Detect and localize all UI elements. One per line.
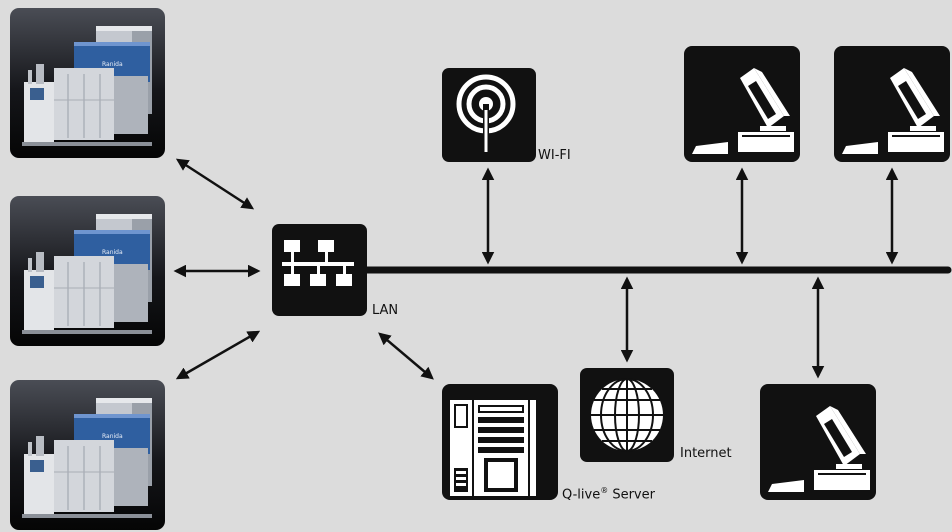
industrial-machine-icon	[10, 380, 165, 530]
server-tower-icon	[442, 384, 558, 500]
internet-label: Internet	[680, 446, 732, 461]
industrial-machine-icon	[10, 196, 165, 346]
arrow-machine-bottom-lan	[175, 330, 261, 380]
globe-icon	[580, 368, 674, 462]
server-label-registered: ®	[600, 486, 609, 495]
server-label-suffix: Server	[608, 487, 655, 503]
wifi-label: WI-FI	[538, 148, 571, 163]
computer-workstation-icon	[760, 384, 876, 500]
server-label-name: Q-live	[562, 487, 601, 503]
computer-workstation-icon	[834, 46, 950, 162]
arrow-machine-top-lan	[175, 158, 255, 210]
lan-label: LAN	[372, 303, 399, 318]
wifi-antenna-icon	[442, 68, 536, 162]
connection-arrows	[173, 158, 899, 380]
arrow-lan-server	[378, 332, 434, 380]
server-label: Q-live® Server	[562, 486, 655, 502]
network-switch-icon	[272, 224, 367, 316]
computer-workstation-icon	[684, 46, 800, 162]
industrial-machine-icon	[10, 8, 165, 158]
